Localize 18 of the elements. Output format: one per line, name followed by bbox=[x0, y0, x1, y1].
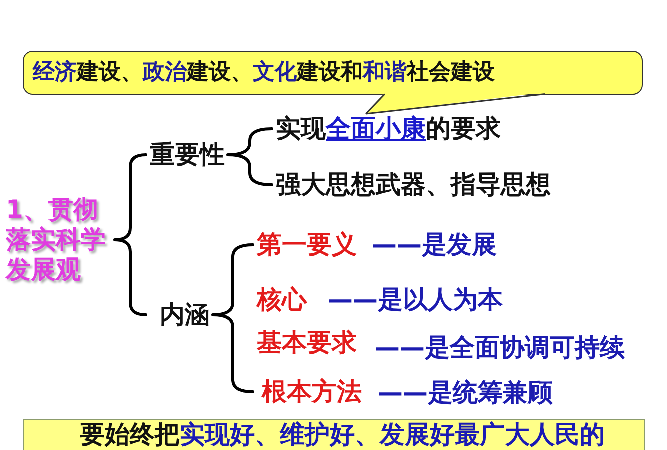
curly-brace bbox=[212, 244, 254, 394]
branch-label: 内涵 bbox=[160, 300, 210, 330]
note-box: 要始终把实现好、维护好、发展好最广大人民的 bbox=[23, 419, 645, 450]
point-text: 实现全面小康的要求 bbox=[276, 114, 501, 144]
callout-pointer bbox=[365, 92, 546, 115]
description-text: ——是发展 bbox=[372, 230, 497, 260]
term-label: 基本要求 bbox=[257, 328, 357, 358]
description-text: ——是全面协调可持续 bbox=[375, 333, 625, 363]
branch-label: 重要性 bbox=[150, 140, 225, 170]
term-label: 根本方法 bbox=[262, 377, 362, 407]
term-label: 核心 bbox=[257, 285, 307, 315]
description-text: ——是以人为本 bbox=[328, 285, 503, 315]
topic-title: 1、贯彻落实科学发展观 bbox=[6, 195, 112, 285]
curly-brace bbox=[114, 154, 148, 316]
description-text: ——是统筹兼顾 bbox=[378, 378, 553, 408]
curly-brace bbox=[226, 128, 274, 186]
term-label: 第一要义 bbox=[257, 230, 357, 260]
point-text: 强大思想武器、指导思想 bbox=[276, 170, 551, 200]
